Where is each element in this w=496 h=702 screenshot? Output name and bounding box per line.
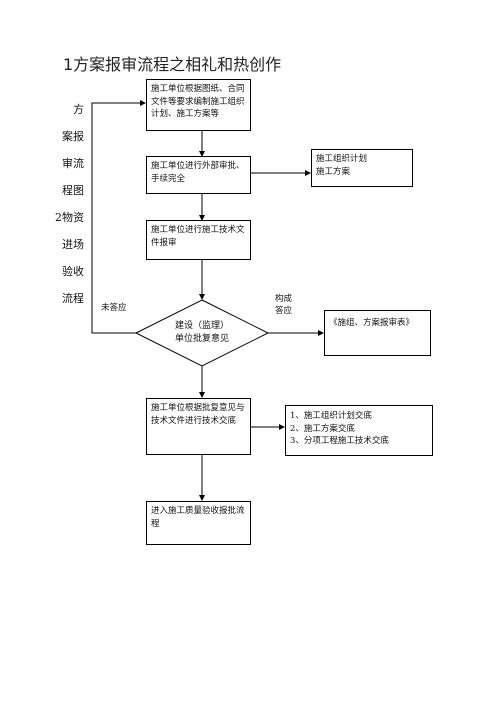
side-text-line: 程图 <box>62 184 84 197</box>
output-approval-form: 《施组、方案报审表》 <box>324 310 431 356</box>
side-text-line: 案报 <box>62 130 84 143</box>
step-submit-documents: 施工单位进行施工技术文件报审 <box>146 220 251 260</box>
decision-text: 建设（监理） 单位批复意见 <box>150 320 254 346</box>
output-line: 施工组织计划 <box>316 154 368 164</box>
side-text-line: 2物资 <box>55 211 84 224</box>
side-text-line: 验收 <box>62 265 84 278</box>
side-text-line: 进场 <box>62 238 84 251</box>
side-text-line: 审流 <box>62 157 84 170</box>
briefing-item: 2、施工方案交底 <box>290 423 355 434</box>
label-approved-line: 构成 <box>275 294 293 304</box>
side-text-line: 流程 <box>62 292 84 305</box>
side-text-line: 方 <box>73 103 84 116</box>
step-quality-acceptance: 进入施工质量验收报批流程 <box>146 501 251 545</box>
label-not-approved: 未答应 <box>101 303 127 313</box>
decision-line: 建设（监理） <box>174 321 229 331</box>
side-vertical-text: 方 案报 审流 程图 2物资 进场 验收 流程 <box>44 96 84 312</box>
output-briefing-list: 1、施工组织计划交底 2、施工方案交底 3、分项工程施工技术交底 <box>285 405 433 456</box>
decision-line: 单位批复意见 <box>174 334 229 344</box>
label-approved-line: 答应 <box>275 306 293 316</box>
briefing-item: 1、施工组织计划交底 <box>290 411 372 421</box>
step-technical-briefing: 施工单位根据批复意见与技术文件进行技术交底 <box>146 398 251 455</box>
feedback-loop <box>91 100 146 334</box>
label-approved: 构成 答应 <box>275 293 292 317</box>
page-title: 1方案报审流程之相礼和热创作 <box>63 55 282 74</box>
output-line: 施工方案 <box>316 166 351 177</box>
step-prepare-plan: 施工单位根据图纸、合同文件等要求编制施工组织计划、施工方案等 <box>146 79 251 131</box>
output-plan-documents: 施工组织计划 施工方案 <box>311 149 413 187</box>
step-external-approval: 施工单位进行外部审批、手续完全 <box>146 156 251 194</box>
briefing-item: 3、分项工程施工技术交底 <box>290 436 389 446</box>
